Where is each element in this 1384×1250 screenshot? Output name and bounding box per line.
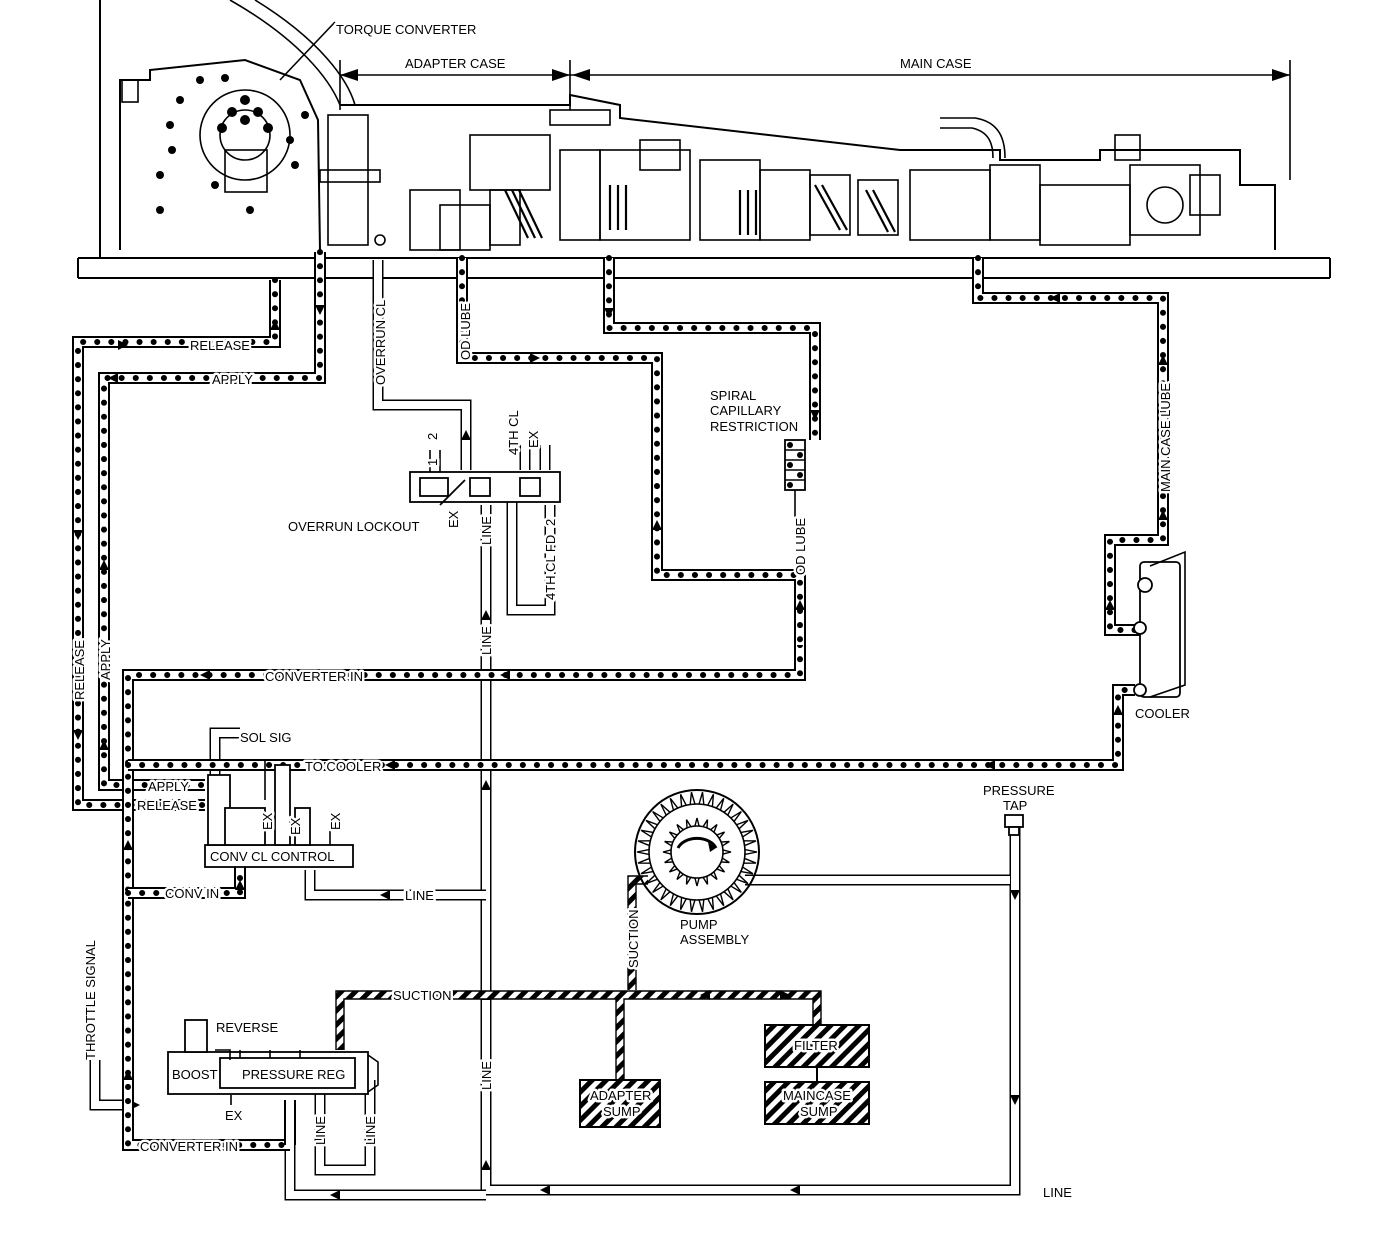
pump-label-1: PUMP [680,917,718,932]
pump-label-2: ASSEMBLY [680,932,749,947]
torque-converter-label: TORQUE CONVERTER [336,22,476,37]
apply-label-low: APPLY [148,779,189,794]
apply-label-vert: APPLY [98,639,113,680]
converter-in-label-low: CONVERTER IN [140,1139,238,1154]
main-case-label: MAIN CASE [900,56,972,71]
reverse-label: REVERSE [216,1020,278,1035]
line-lockout-label: LINE [479,516,494,545]
line-label-mid: LINE [479,626,494,655]
od-lube-label-top: OD LUBE [458,303,473,360]
overrun-lockout-label: OVERRUN LOCKOUT [288,519,420,534]
line-label-v3: LINE [363,1116,378,1145]
spiral-label: SPIRAL [710,388,756,403]
main-case-lube-label: MAIN CASE LUBE [1158,383,1173,492]
release-label-top: RELEASE [190,338,250,353]
adapter-sump-label-1: ADAPTER [590,1088,651,1103]
boost-label: BOOST [172,1067,218,1082]
adapter-case-label: ADAPTER CASE [405,56,506,71]
num-1-label: 1 [425,459,440,466]
filter-label: FILTER [794,1038,838,1053]
fd-2-label: 2 [543,519,558,526]
cooler-label: COOLER [1135,706,1190,721]
transmission-cross-section: TORQUE CONVERTER ADAPTER CASE MAIN CASE [77,0,1331,279]
maincase-sump-label-2: SUMP [800,1104,838,1119]
pressure-tap-label-2: TAP [1003,798,1027,813]
pressure-regulator-valve [167,1019,379,1105]
suction-label-horiz: SUCTION [393,988,452,1003]
ex-lockout-label: EX [446,510,461,528]
cooler [1133,550,1186,698]
fourth-cl-label: 4TH CL [506,410,521,455]
line-label-v2: LINE [313,1116,328,1145]
flow-arrows [73,293,1168,1080]
throttle-signal-label: THROTTLE SIGNAL [83,940,98,1060]
line-label-v1: LINE [479,1061,494,1090]
num-2-label: 2 [425,433,440,440]
sol-sig-label: SOL SIG [240,730,292,745]
restriction-label: RESTRICTION [710,419,798,434]
pressure-tap-label-1: PRESSURE [983,783,1055,798]
ex-label-top: EX [526,430,541,448]
pressure-reg-label: PRESSURE REG [242,1067,345,1082]
conv-cl-control-valve [204,760,354,868]
ex-label-c: EX [328,812,343,830]
ex-preg-label: EX [225,1108,243,1123]
pump-assembly [634,789,760,915]
dotted-oil-circuits [72,249,1169,1151]
line-label-bottom: LINE [1043,1185,1072,1200]
line-label-ccc: LINE [405,888,434,903]
apply-label-top: APPLY [212,372,253,387]
fourth-cl-fd-label: 4TH CL FD [543,535,558,600]
maincase-sump-label-1: MAINCASE [783,1088,851,1103]
adapter-sump-label-2: SUMP [603,1104,641,1119]
overrun-lockout-valve [409,450,561,506]
converter-in-label-mid: CONVERTER IN [265,669,363,684]
release-label-vert: RELEASE [72,640,87,700]
labels: RELEASE APPLY OVERRUN CL OD LUBE SPIRAL … [70,297,1193,1202]
pressure-tap [1004,814,1024,836]
overrun-cl-label: OVERRUN CL [373,300,388,385]
converter-dots [156,74,309,214]
capillary-label: CAPILLARY [710,403,782,418]
to-cooler-label: TO COOLER [305,759,381,774]
release-label-low: RELEASE [137,798,197,813]
suction-label-vert: SUCTION [626,910,641,969]
suction-circuits [335,875,870,1128]
conv-in-label: CONV IN [165,886,219,901]
od-lube-label-right: OD LUBE [793,518,808,575]
ex-label-a: EX [260,812,275,830]
conv-cl-control-label: CONV CL CONTROL [210,849,334,864]
ex-label-b: EX [288,817,303,835]
spiral-capillary-restriction [784,439,806,520]
